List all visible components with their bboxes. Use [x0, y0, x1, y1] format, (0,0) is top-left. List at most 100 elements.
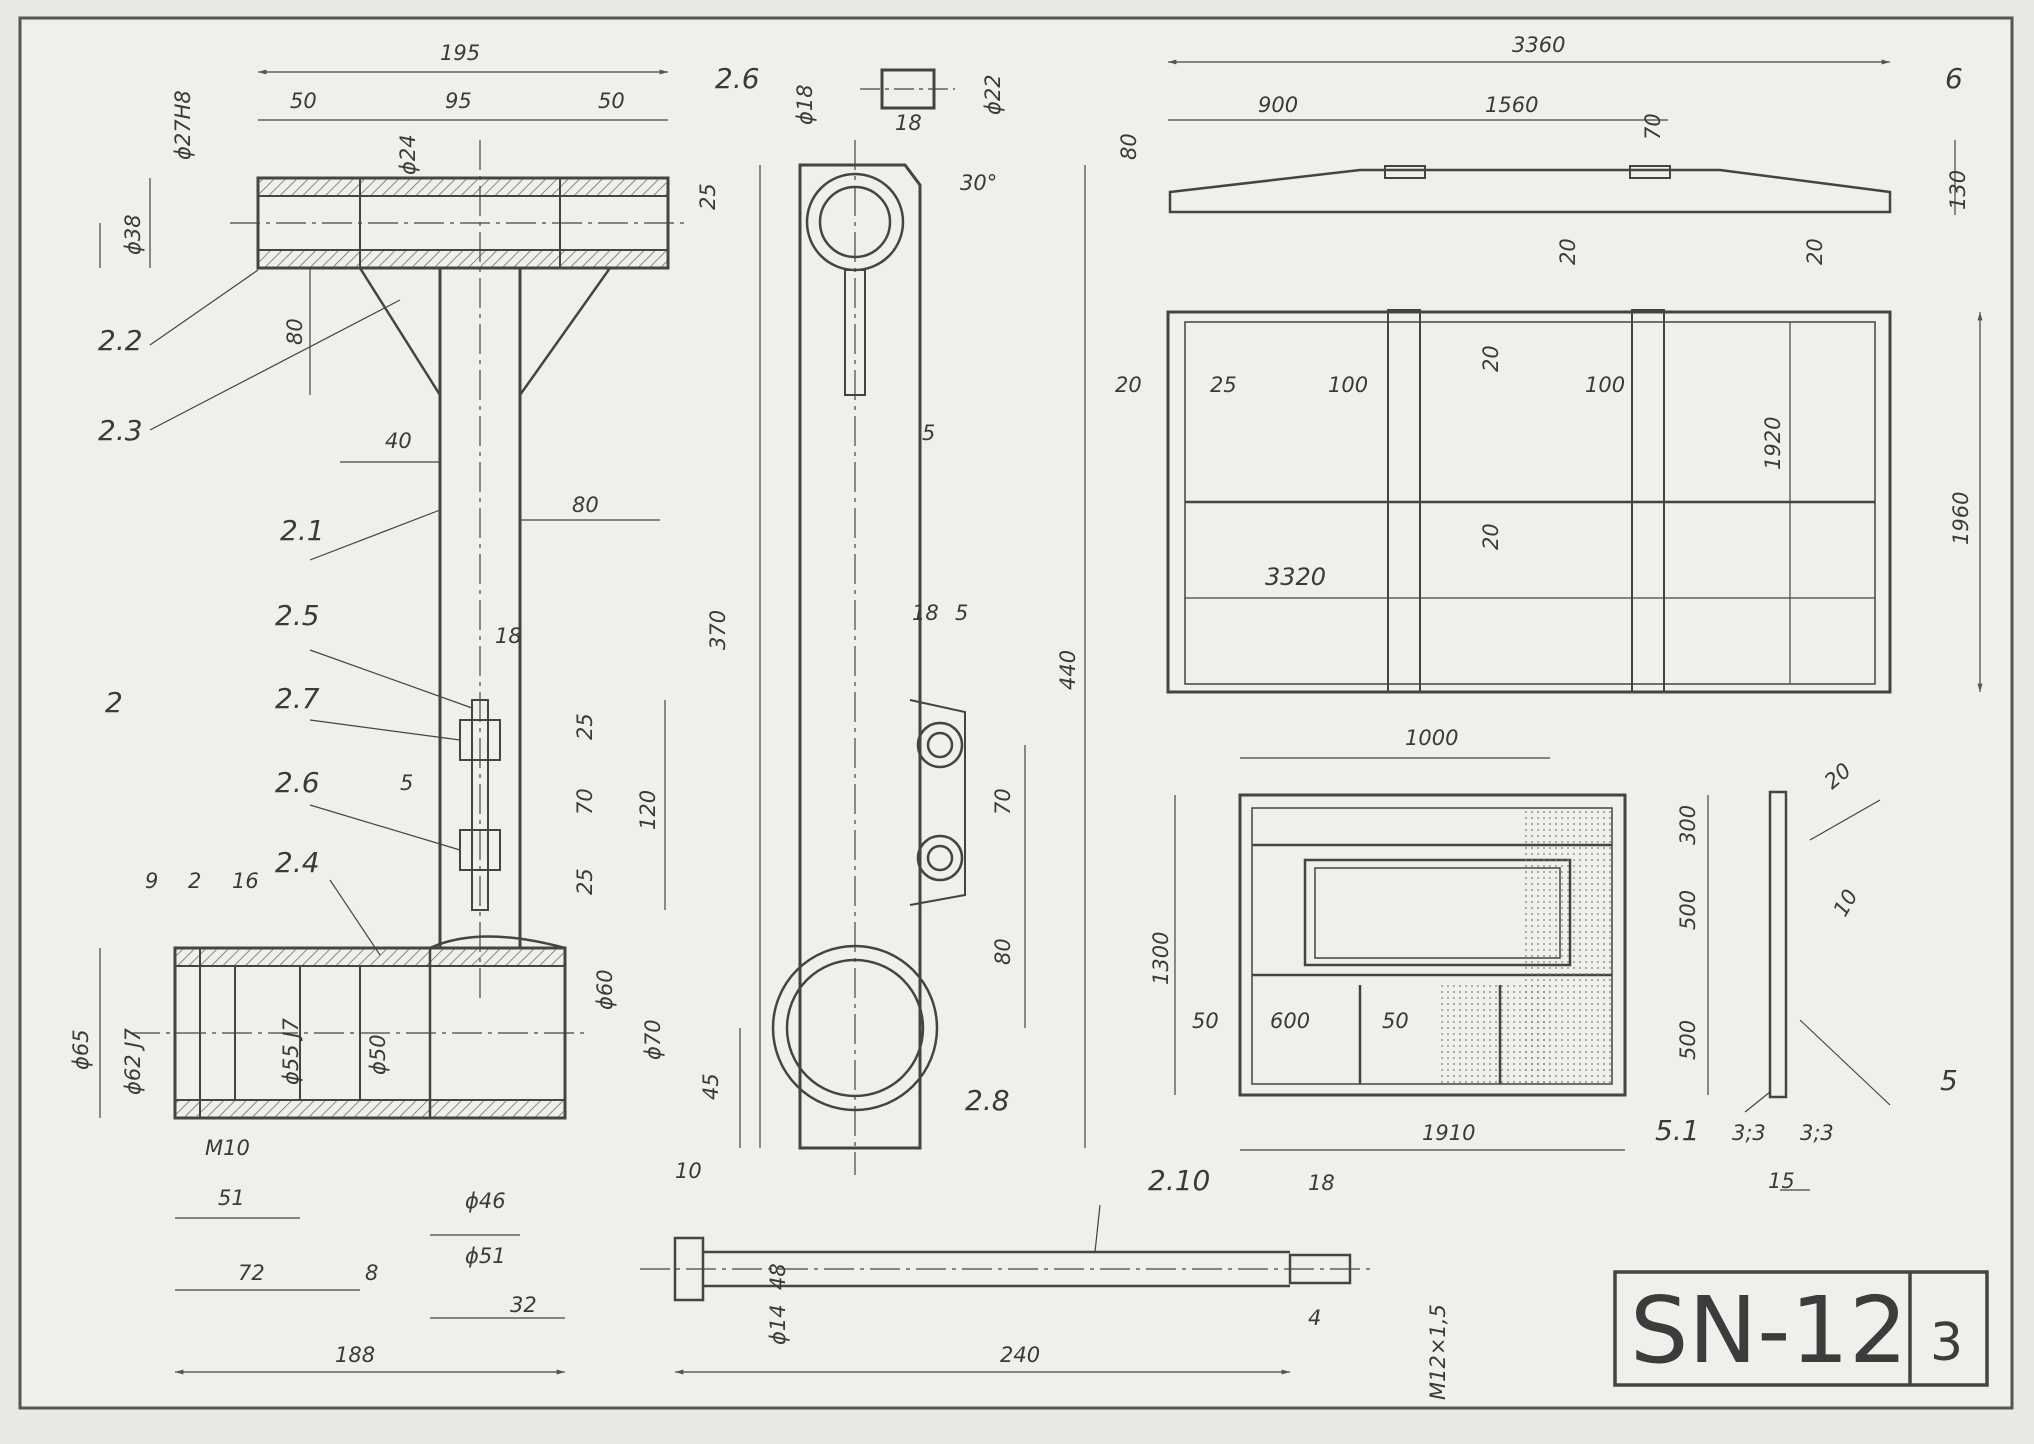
dim-20-v-b: 20 — [1479, 523, 1503, 550]
dim-100-b: 100 — [1585, 373, 1625, 397]
dim-600: 600 — [1270, 1009, 1310, 1033]
dim-45: 45 — [699, 1073, 723, 1100]
dim-70-arm: 70 — [991, 788, 1015, 815]
dim-24: ϕ24 — [396, 134, 420, 175]
arm-body — [798, 163, 922, 1150]
dim-65: ϕ65 — [69, 1029, 93, 1070]
dim-51-dia: ϕ51 — [465, 1244, 506, 1268]
ref-5-1: 5.1 — [1655, 1114, 1700, 1147]
dim-80-gusset: 80 — [283, 318, 307, 345]
ref-2: 2 — [105, 686, 123, 719]
ref-2-3: 2.3 — [98, 414, 143, 447]
title-block: SN-12 3 — [1613, 1270, 1989, 1387]
dim-50-panel-b: 50 — [1382, 1009, 1409, 1033]
dim-4: 4 — [1308, 1306, 1321, 1330]
dim-30deg: 30° — [960, 171, 997, 195]
dim-25-top: 25 — [696, 183, 720, 210]
dim-300: 300 — [1676, 805, 1700, 845]
dim-1960: 1960 — [1949, 492, 1973, 545]
dim-50-panel-a: 50 — [1192, 1009, 1219, 1033]
dim-18-arm: 18 — [912, 601, 939, 625]
dim-8: 8 — [365, 1261, 378, 1285]
dim-38: ϕ38 — [121, 214, 145, 255]
dim-188: 188 — [335, 1343, 375, 1367]
dim-25-frame: 25 — [1210, 373, 1237, 397]
dim-50-bore: ϕ50 — [366, 1034, 390, 1075]
dim-120: 120 — [636, 790, 660, 830]
dim-72: 72 — [238, 1261, 265, 1285]
ref-2-5: 2.5 — [275, 599, 320, 632]
dim-20-v-a: 20 — [1479, 345, 1503, 372]
dim-18-dia: ϕ18 — [793, 84, 817, 125]
dim-70-frame: 70 — [1641, 113, 1665, 140]
dim-80-stem: 80 — [572, 493, 599, 517]
frame-side-profile — [1168, 168, 1892, 214]
ref-2-6-part: 2.6 — [715, 62, 760, 95]
dim-55j7: ϕ55 J7 — [279, 1018, 303, 1085]
drawing-code: SN-12 — [1630, 1277, 1907, 1384]
dim-500-a: 500 — [1676, 890, 1700, 930]
frame-plan — [1166, 310, 1892, 694]
ref-2-10: 2.10 — [1148, 1164, 1210, 1197]
ref-2-4: 2.4 — [275, 846, 320, 879]
dim-9: 9 — [145, 869, 158, 893]
dim-18-len: 18 — [895, 111, 922, 135]
dim-500-b: 500 — [1676, 1020, 1700, 1060]
assembly-2-view — [99, 69, 690, 1375]
dim-50-left: 50 — [290, 89, 317, 113]
dim-80-frame: 80 — [1117, 133, 1141, 160]
dim-20-frame-a: 20 — [1556, 238, 1580, 265]
dim-2: 2 — [188, 869, 201, 893]
dim-1910: 1910 — [1422, 1121, 1475, 1145]
dim-1000: 1000 — [1405, 726, 1458, 750]
dim-20-frame-w: 20 — [1115, 373, 1142, 397]
panel-5-view — [1174, 757, 1891, 1191]
frame-6-view — [1166, 59, 1983, 694]
ref-2-2: 2.2 — [98, 324, 143, 357]
dim-195: 195 — [440, 41, 480, 65]
dim-1300: 1300 — [1149, 932, 1173, 985]
dim-25-b: 25 — [573, 868, 597, 895]
ref-2-1: 2.1 — [280, 514, 325, 547]
dim-5-arm-b: 5 — [955, 601, 968, 625]
dim-130: 130 — [1946, 170, 1970, 210]
dim-60: ϕ60 — [593, 969, 617, 1010]
dim-m12: M12×1,5 — [1426, 1304, 1450, 1400]
dim-370: 370 — [706, 610, 730, 650]
dim-40: 40 — [385, 429, 412, 453]
dim-1560: 1560 — [1485, 93, 1538, 117]
dim-48: 48 — [766, 1263, 790, 1290]
dim-50-right: 50 — [598, 89, 625, 113]
dim-32: 32 — [510, 1293, 537, 1317]
dim-70: 70 — [573, 788, 597, 815]
dim-22-dia: ϕ22 — [981, 74, 1005, 115]
dim-15: 15 — [1768, 1169, 1795, 1193]
dim-440: 440 — [1056, 650, 1080, 690]
dim-46: ϕ46 — [465, 1189, 506, 1213]
dim-70-dia: ϕ70 — [641, 1019, 665, 1060]
ref-2-6: 2.6 — [275, 766, 320, 799]
sheet-number: 3 — [1930, 1313, 1963, 1373]
dim-27h8: ϕ27H8 — [171, 90, 195, 160]
dim-25-a: 25 — [573, 713, 597, 740]
dim-20-frame-b: 20 — [1803, 238, 1827, 265]
dim-51: 51 — [218, 1186, 245, 1210]
dim-5-arm: 5 — [922, 421, 935, 445]
ref-2-7: 2.7 — [275, 682, 320, 715]
dim-10-head: 10 — [675, 1159, 702, 1183]
dim-240: 240 — [1000, 1343, 1040, 1367]
ref-5: 5 — [1940, 1064, 1958, 1097]
dim-3-3-a: 3;3 — [1732, 1121, 1766, 1145]
dim-900: 900 — [1258, 93, 1298, 117]
dim-62j7: ϕ62 J7 — [121, 1028, 145, 1095]
dim-18-bolt: 18 — [495, 624, 522, 648]
arm-2-8-view — [739, 140, 1086, 1175]
dim-95: 95 — [445, 89, 472, 113]
dim-3-3-b: 3;3 — [1800, 1121, 1834, 1145]
assembly-2-labels: 2 2.2 2.3 2.1 2.5 2.7 2.6 2.4 195 50 95 … — [69, 41, 720, 1367]
dim-m10: M10 — [205, 1136, 250, 1160]
dim-18-thread: 18 — [1308, 1171, 1335, 1195]
dim-5: 5 — [400, 771, 413, 795]
dim-100-a: 100 — [1328, 373, 1368, 397]
